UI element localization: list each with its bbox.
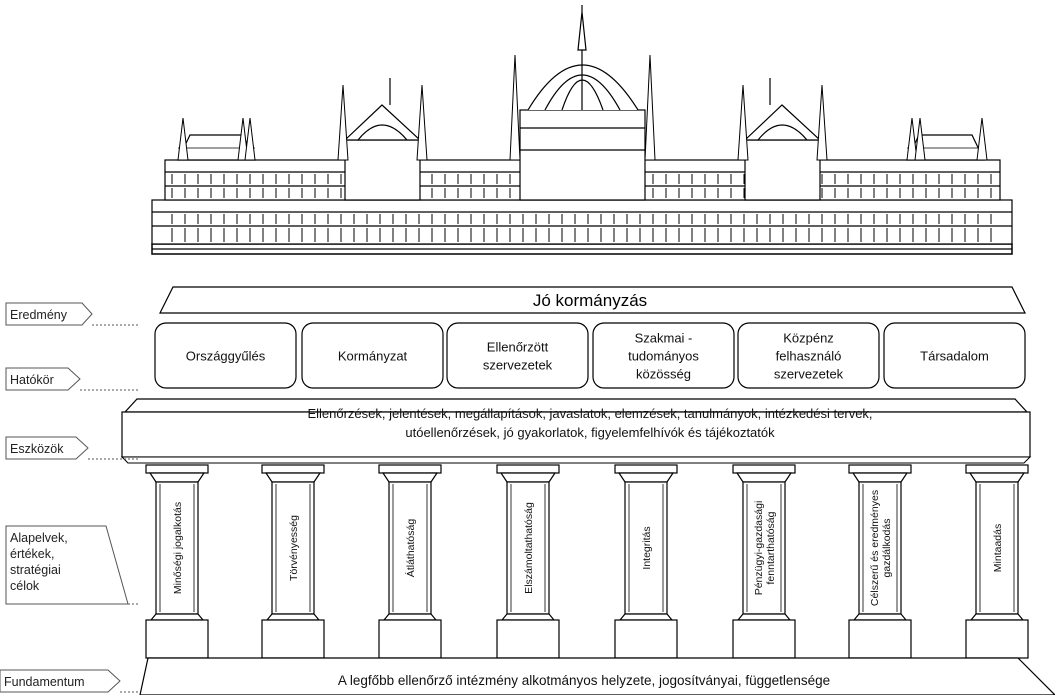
scope-box-frame [446,322,589,389]
pillar: Elszámoltathatóság [496,464,560,659]
side-label-eszkozok: Eszközök [5,436,140,460]
pillar-label: Mintaadás [992,524,1004,572]
side-label-alapelvek-line-1: Alapelvek, [10,531,68,545]
side-label-hatokor: Hatókör [5,367,140,391]
scope-box-label: közösség [636,367,691,382]
scope-box-frame [301,322,444,389]
side-label-alapelvek-line-4: célok [10,579,40,593]
side-label-eredmeny-text: Eredmény [10,308,68,322]
pillar-label: Átláthatóság [404,519,417,578]
pillar-label: Minőségi jogalkotás [172,502,184,594]
side-label-fundamentum: Fundamentum [0,669,140,693]
scope-box-label: Közpénz [783,331,834,346]
scope-box-frame [883,322,1026,389]
side-label-fundamentum-text: Fundamentum [4,675,85,689]
foundation-text: A legfőbb ellenőrző intézmény alkotmányo… [338,673,830,688]
tools-line-2: utóellenőrzések, jó gyakorlatok, figyele… [405,425,775,440]
pillar-label: Elszámoltathatóság [523,502,535,594]
scope-box: Közpénz felhasználó szervezetek [737,322,880,389]
scope-box-frame [154,322,297,389]
parliament-building-icon [151,5,1013,255]
scope-box: Társadalom [883,322,1026,389]
side-label-alapelvek-line-3: stratégiai [10,563,61,577]
foundation-slab [139,657,1055,695]
pillar-label: Törvényesség [288,515,300,581]
scope-box: Országgyűlés [154,322,297,389]
pillar-label: fenntarthatóság [765,511,777,584]
scope-box: Kormányzat [301,322,444,389]
scope-box-label: szervezetek [774,367,844,382]
tools-line-1: Ellenőrzések, jelentések, megállapítások… [307,406,872,421]
scope-box-label: Ellenőrzött [487,340,549,355]
side-label-alapelvek: Alapelvek, értékek, stratégiai célok [5,525,140,605]
pillar: Integritás [614,464,678,659]
scope-box-frame [592,322,735,389]
scope-box-label: szervezetek [483,358,553,373]
tools-band-bottom [120,456,1032,464]
scope-box-label: Szakmai - [635,331,693,346]
scope-boxes: Országgyűlés Kormányzat Ellenőrzött szervez… [154,322,1026,389]
tools-band [121,411,1031,458]
side-label-eredmeny: Eredmény [5,302,140,326]
pillars: Minőségi jogalkotás Törvényesség Átlátható… [145,464,1029,659]
side-label-hatokor-text: Hatókör [10,373,54,387]
roof-title: Jó kormányzás [533,291,647,310]
pillar-label: Integritás [641,526,653,569]
scope-box-label: Társadalom [920,349,989,364]
pillar-label: gazdálkodás [881,519,893,578]
scope-box-label: tudományos [628,349,699,364]
pillar-label: Pénzügyi-gazdasági [753,501,765,596]
pillar: Mintaadás [965,464,1029,659]
scope-box-frame [737,322,880,389]
side-label-alapelvek-line-2: értékek, [10,547,54,561]
scope-box-label: Országgyűlés [186,349,266,364]
scope-box-label: felhasználó [776,349,842,364]
scope-box: Ellenőrzött szervezetek [446,322,589,389]
scope-box-label: Kormányzat [338,349,408,364]
pillar: Törvényesség [261,464,325,659]
pillar: Minőségi jogalkotás [145,464,209,659]
pillar: Átláthatóság [378,464,442,659]
roof-bar [159,286,1026,314]
side-label-eszkozok-text: Eszközök [10,442,64,456]
pillar-label: Célszerű és eredményes [869,490,881,606]
scope-box: Szakmai - tudományos közösség [592,322,735,389]
